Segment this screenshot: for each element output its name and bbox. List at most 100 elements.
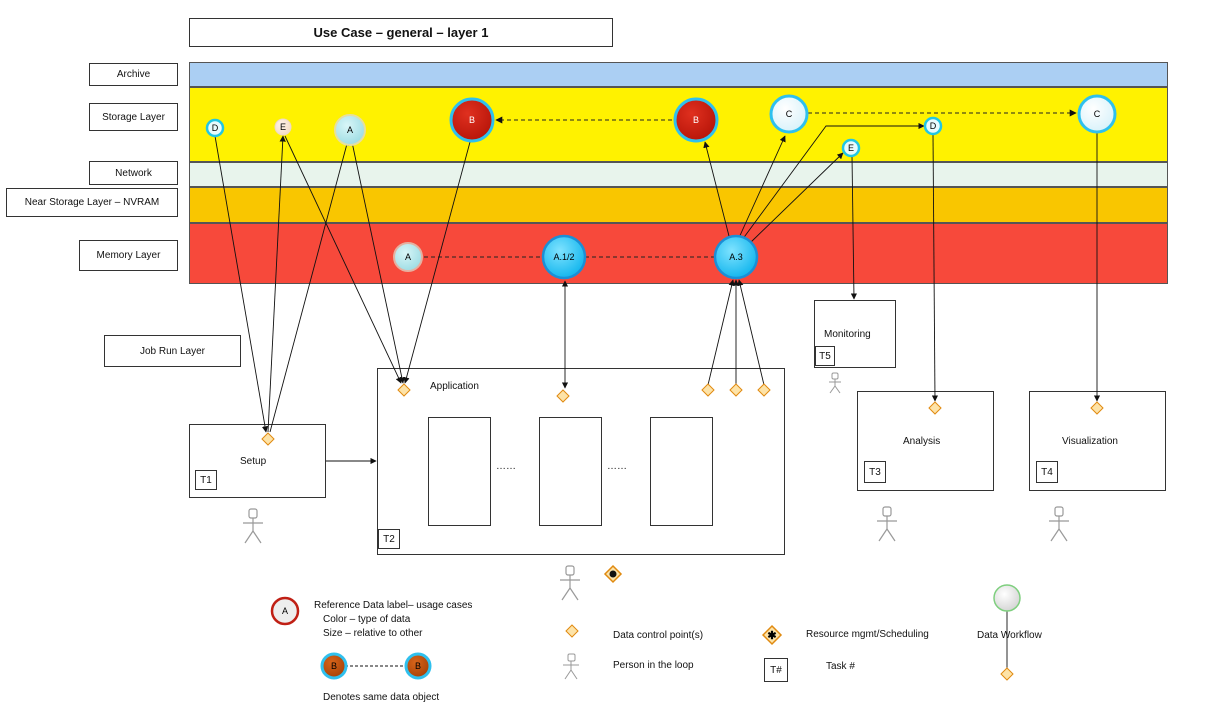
- legend-same-object-circle-1: B: [320, 652, 348, 680]
- legend-resource: Resource mgmt/Scheduling: [806, 629, 929, 640]
- svg-text:A: A: [347, 125, 353, 135]
- legend-workflow: Data Workflow: [977, 630, 1042, 641]
- node-storage-c1: C: [769, 94, 809, 134]
- app-subtask-3: [650, 417, 713, 526]
- control-point-app-3: [701, 383, 715, 397]
- person-icon-analysis: [877, 506, 897, 542]
- monitoring-task-tag: T5: [815, 346, 835, 366]
- legend-workflow-circle: [993, 584, 1021, 612]
- legend-task: Task #: [826, 661, 855, 672]
- near-storage-band: [189, 187, 1168, 223]
- arrow-e2-to-monitoring: [850, 155, 858, 300]
- visualization-task-tag: T4: [1036, 461, 1058, 483]
- flow-arrows: [214, 122, 1101, 668]
- analysis-task-tag: T3: [864, 461, 886, 483]
- network-band: [189, 162, 1168, 187]
- visualization-label: Visualization: [1062, 436, 1118, 447]
- arrow-d1-to-setup: [214, 135, 269, 433]
- node-network-e: E: [841, 138, 861, 158]
- legend-resource-icon: ✱: [761, 624, 783, 646]
- legend-person: Person in the loop: [613, 660, 694, 671]
- node-storage-d2: D: [923, 116, 943, 136]
- control-point-app-1: [397, 383, 411, 397]
- storage-layer-label: Storage Layer: [89, 103, 178, 131]
- memory-layer-label: Memory Layer: [79, 240, 178, 271]
- svg-text:C: C: [786, 109, 793, 119]
- legend-control-point: Data control point(s): [613, 630, 704, 641]
- control-point-app-5: [757, 383, 771, 397]
- svg-text:E: E: [280, 122, 286, 132]
- arrow-a3-to-e2: [749, 152, 844, 244]
- node-memory-a3: A.3: [713, 234, 759, 280]
- control-points: [261, 383, 1104, 681]
- arrow-a-to-app: [351, 141, 405, 384]
- control-point-analysis: [928, 401, 942, 415]
- arrow-b1-to-app: [403, 141, 471, 384]
- dashed-links: [424, 109, 1077, 258]
- analysis-label: Analysis: [903, 436, 941, 447]
- arrow-e1-to-app: [284, 135, 402, 384]
- svg-text:D: D: [930, 121, 937, 131]
- setup-task-tag: T1: [195, 470, 217, 490]
- arrow-cp1-to-a3: [707, 279, 735, 386]
- arrow-cp3-to-a3: [737, 279, 765, 386]
- svg-text:A.1/2: A.1/2: [553, 252, 574, 262]
- svg-text:C: C: [1094, 109, 1101, 119]
- monitoring-label: Monitoring: [824, 329, 871, 340]
- node-storage-e1: E: [274, 118, 292, 136]
- arrow-setup-to-e1: [267, 135, 286, 433]
- svg-text:B: B: [469, 115, 475, 125]
- legend-control-point-icon: [565, 624, 579, 638]
- application-label: Application: [430, 381, 479, 392]
- application-box: [377, 368, 785, 555]
- control-point-app-4: [729, 383, 743, 397]
- arrow-a3-to-d2: [741, 122, 925, 241]
- monitoring-box: [814, 300, 896, 368]
- app-dots-2: ……: [607, 461, 627, 472]
- svg-text:✱: ✱: [767, 630, 776, 642]
- app-subtask-1: [428, 417, 491, 526]
- svg-text:E: E: [848, 143, 854, 153]
- arrow-a3-to-c1: [737, 135, 786, 241]
- node-storage-c2: C: [1077, 94, 1117, 134]
- control-point-setup: [261, 432, 275, 446]
- node-memory-a: A: [393, 242, 423, 272]
- svg-text:B: B: [415, 661, 421, 671]
- svg-text:A: A: [405, 252, 411, 262]
- control-point-visualization: [1090, 401, 1104, 415]
- job-run-layer-label: Job Run Layer: [104, 335, 241, 367]
- person-icon-monitoring: [829, 372, 841, 394]
- svg-text:A.3: A.3: [729, 252, 743, 262]
- svg-text:B: B: [331, 661, 337, 671]
- person-icon-application: [560, 565, 580, 601]
- svg-text:D: D: [212, 123, 219, 133]
- legend-person-icon: [563, 653, 579, 680]
- archive-band: [189, 62, 1168, 87]
- node-storage-b2: B: [673, 97, 719, 143]
- diagram-title: Use Case – general – layer 1: [189, 18, 613, 47]
- legend-ref-title: Reference Data label– usage cases: [314, 600, 473, 611]
- near-storage-label: Near Storage Layer – NVRAM: [6, 188, 178, 217]
- person-icon-setup: [243, 508, 263, 544]
- archive-label: Archive: [89, 63, 178, 86]
- legend-workflow-diamond: [1000, 667, 1014, 681]
- legend-reference-circle: A: [270, 596, 300, 626]
- resource-icon: [603, 564, 623, 584]
- application-task-tag: T2: [378, 529, 400, 549]
- arrow-a3-to-b2: [703, 141, 731, 241]
- arrow-setup-to-a: [269, 139, 350, 433]
- control-point-app-2: [556, 389, 570, 403]
- arrow-d2-to-analysis: [931, 133, 939, 402]
- setup-box: [189, 424, 326, 498]
- setup-label: Setup: [240, 456, 267, 467]
- network-label: Network: [89, 161, 178, 185]
- node-memory-a12: A.1/2: [541, 234, 587, 280]
- legend-ref-color: Color – type of data: [323, 614, 411, 625]
- svg-text:A: A: [282, 606, 288, 616]
- legend-same-object-circle-2: B: [404, 652, 432, 680]
- node-storage-a: A: [334, 114, 366, 146]
- node-storage-d1: D: [205, 118, 225, 138]
- legend-task-symbol: T#: [764, 658, 788, 682]
- app-dots-1: ……: [496, 461, 516, 472]
- person-icon-visualization: [1049, 506, 1069, 542]
